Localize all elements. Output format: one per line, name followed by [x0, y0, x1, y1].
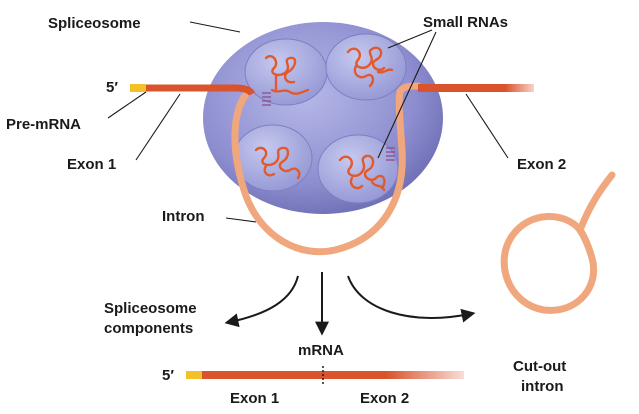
label-spliceosome-components: components — [104, 320, 193, 337]
base-pair-ticks — [262, 92, 271, 106]
exon-2-strand — [418, 84, 534, 92]
spliceosome-subunit — [317, 134, 399, 204]
label-exon-2: Exon 2 — [517, 156, 566, 173]
base-pair-ticks — [386, 147, 395, 161]
intron-loop — [231, 82, 422, 256]
five-prime-cap — [130, 84, 146, 92]
arrow-to-components — [224, 275, 299, 328]
small-rna-squiggle — [254, 146, 301, 180]
pre-mrna-leader — [107, 91, 147, 119]
label-spliceosome: Spliceosome — [48, 15, 141, 32]
exon-1-leader — [135, 93, 181, 161]
label-mrna-exon-1: Exon 1 — [230, 390, 279, 407]
spliceosome-leader — [189, 21, 241, 33]
exon-2-leader — [465, 93, 509, 159]
intron-leader — [225, 217, 257, 223]
label-intron: Intron — [162, 208, 205, 225]
mrna-strand — [202, 371, 464, 379]
mrna-five-prime-cap — [186, 371, 202, 379]
label-spliceosome-components: Spliceosome — [104, 300, 197, 317]
small-rnas-leader — [387, 29, 433, 49]
exon-1-strand — [146, 84, 256, 96]
label-five-prime: 5′ — [106, 79, 118, 96]
label-mrna: mRNA — [298, 342, 344, 359]
label-pre-mrna: Pre-mRNA — [6, 116, 81, 133]
small-rna-squiggle — [264, 54, 310, 95]
label-cut-out-intron: intron — [521, 378, 564, 395]
small-rna-squiggle — [346, 46, 394, 88]
spliceosome-subunit — [233, 124, 313, 192]
cut-out-intron — [500, 171, 616, 314]
small-rna-squiggle — [338, 154, 386, 192]
label-cut-out-intron: Cut-out — [513, 358, 566, 375]
small-rnas-leader — [377, 31, 437, 159]
label-small-rnas: Small RNAs — [423, 14, 508, 31]
label-mrna-exon-2: Exon 2 — [360, 390, 409, 407]
label-exon-1: Exon 1 — [67, 156, 116, 173]
label-five-prime-mrna: 5′ — [162, 367, 174, 384]
arrow-to-intron — [347, 275, 476, 323]
